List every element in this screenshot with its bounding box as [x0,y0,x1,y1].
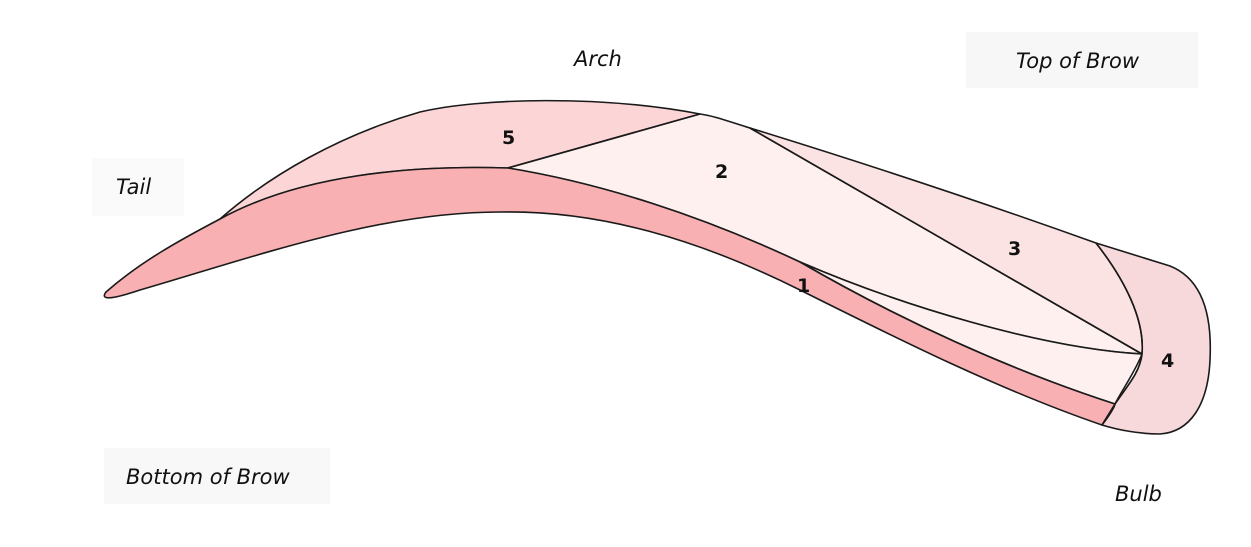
tail-label: Tail [116,175,151,199]
region-5-label: 5 [502,127,515,149]
bottom-of-brow-label: Bottom of Brow [126,465,291,489]
divider-3-4 [1095,242,1143,426]
bulb-label: Bulb [1115,482,1162,506]
divider-5-2 [507,113,701,169]
tail-label-backdrop [92,158,184,216]
arch-label: Arch [572,47,622,71]
region-2-label: 2 [715,161,728,183]
top-of-brow-label: Top of Brow [1016,49,1140,73]
bottom-of-brow-label-backdrop [104,448,330,504]
region-4-label: 4 [1161,350,1174,372]
region-3-label: 3 [1008,238,1021,260]
region-1-shape [103,166,1116,426]
top-of-brow-label-backdrop [966,32,1198,88]
region-1-label: 1 [797,275,810,297]
divider-2-3 [749,127,1143,355]
